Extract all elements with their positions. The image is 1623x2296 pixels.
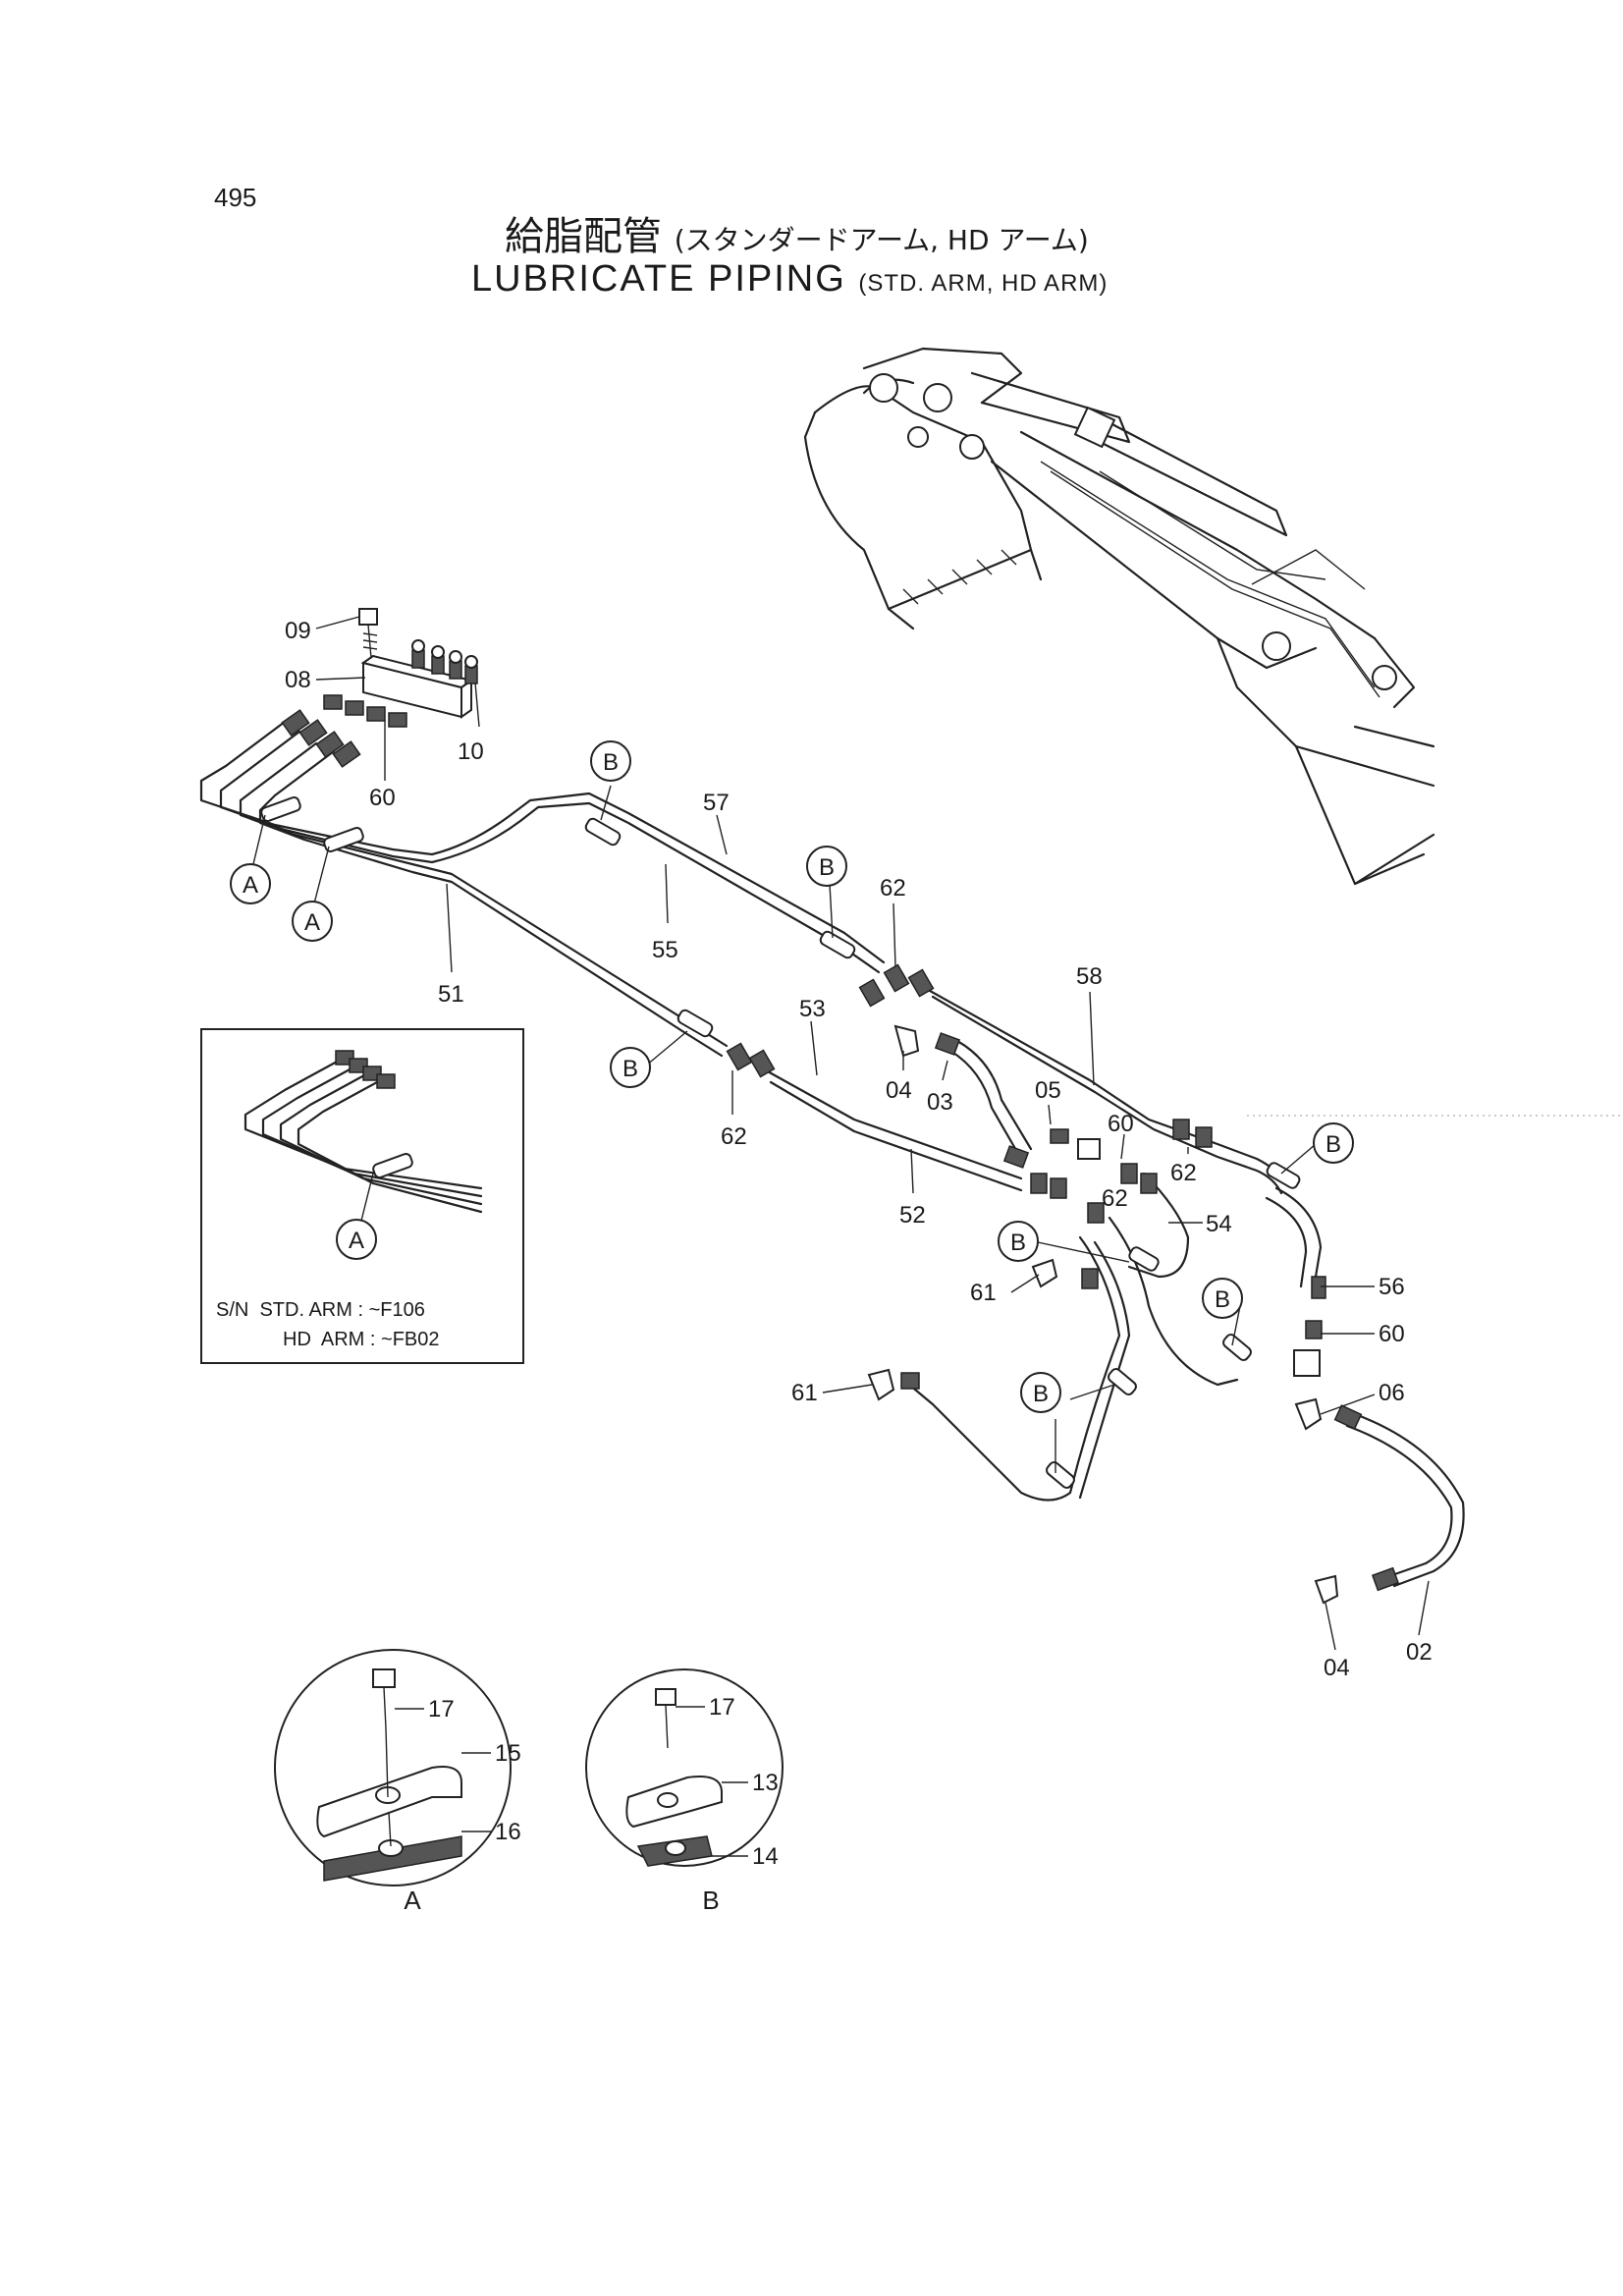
clamp-marker-b: B xyxy=(806,846,847,887)
title-english-sub: (STD. ARM, HD ARM) xyxy=(858,270,1109,297)
svg-text:B: B xyxy=(622,1056,638,1082)
svg-text:B: B xyxy=(1033,1381,1049,1407)
callout-05: 05 xyxy=(1035,1077,1061,1104)
small-fittings xyxy=(726,963,1400,1605)
svg-text:A: A xyxy=(349,1228,364,1254)
grease-manifold-assembly xyxy=(323,608,478,728)
callout-57: 57 xyxy=(703,790,730,816)
pipe-bundle xyxy=(199,709,1465,1588)
callout-53: 53 xyxy=(799,996,826,1022)
excavator-arm-illustration xyxy=(803,347,1435,886)
svg-text:A: A xyxy=(243,872,258,899)
clamp-marker-b: B xyxy=(590,740,631,782)
clamp-markers: A A B B B B B xyxy=(230,740,1354,1413)
callout-55: 55 xyxy=(652,937,678,963)
callout-56: 56 xyxy=(1379,1274,1405,1300)
callout-60-manifold: 60 xyxy=(369,785,396,811)
svg-text:A: A xyxy=(304,909,320,936)
callout-06: 06 xyxy=(1379,1380,1405,1406)
detail-circle-b xyxy=(585,1668,784,1867)
callout-61-lower: 61 xyxy=(791,1380,818,1406)
callout-13: 13 xyxy=(752,1770,779,1796)
svg-text:B: B xyxy=(603,749,619,776)
title-japanese-main: 給脂配管 xyxy=(505,214,662,259)
callout-16: 16 xyxy=(495,1819,521,1845)
callout-62-left: 62 xyxy=(721,1123,747,1150)
callout-09: 09 xyxy=(285,618,311,644)
serial-number-note: S/N STD. ARM : ~F106 HD ARM : ~FB02 xyxy=(216,1299,440,1350)
serial-note-hd-arm: HD ARM : ~FB02 xyxy=(283,1329,440,1350)
clamp-marker-a: A xyxy=(292,901,333,942)
callout-52: 52 xyxy=(899,1202,926,1229)
clamp-marker-b: B xyxy=(1202,1278,1243,1319)
clamp-marker-a: A xyxy=(230,863,271,904)
clamp-marker-b: B xyxy=(1020,1372,1061,1413)
detail-circle-a xyxy=(274,1649,512,1886)
svg-text:B: B xyxy=(819,854,835,881)
callout-04-lower: 04 xyxy=(1324,1655,1350,1681)
detail-b-label: B xyxy=(702,1886,719,1915)
fittings-60-icon xyxy=(323,694,407,728)
clamp-bands xyxy=(260,795,1301,1489)
callout-10: 10 xyxy=(458,738,484,765)
callout-58: 58 xyxy=(1076,963,1103,990)
inset-detail-box xyxy=(200,1028,524,1364)
callout-62-center: 62 xyxy=(1102,1185,1128,1212)
callout-03: 03 xyxy=(927,1089,953,1116)
callout-15: 15 xyxy=(495,1740,521,1767)
clamp-marker-b: B xyxy=(610,1047,651,1088)
title-japanese-sub: (スタンダードアーム, HD アーム) xyxy=(674,224,1089,256)
leader-lines xyxy=(252,616,1623,1857)
callout-17-detail-a: 17 xyxy=(428,1696,455,1722)
title-english-main: LUBRICATE PIPING xyxy=(471,258,846,300)
callout-04-upper: 04 xyxy=(886,1077,912,1104)
callout-60-lower: 60 xyxy=(1379,1321,1405,1347)
svg-text:B: B xyxy=(1325,1131,1341,1158)
serial-note-std-arm: S/N STD. ARM : ~F106 xyxy=(216,1299,425,1321)
callout-51: 51 xyxy=(438,981,464,1008)
callout-62-right: 62 xyxy=(1170,1160,1197,1186)
title-english: LUBRICATE PIPING (STD. ARM, HD ARM) xyxy=(471,258,1108,301)
callout-labels: 09 08 10 60 57 55 51 53 62 62 58 04 03 0… xyxy=(285,618,1433,1870)
clamp-marker-a-inset: A xyxy=(336,1219,377,1260)
callout-62-top: 62 xyxy=(880,875,906,902)
svg-text:B: B xyxy=(1215,1286,1230,1313)
svg-text:B: B xyxy=(1010,1230,1026,1256)
detail-a-label: A xyxy=(404,1886,421,1915)
bolt-09-icon xyxy=(358,608,378,659)
page-number: 495 xyxy=(214,183,257,212)
callout-02: 02 xyxy=(1406,1639,1433,1666)
callout-14: 14 xyxy=(752,1843,779,1870)
callout-61-upper: 61 xyxy=(970,1280,997,1306)
grease-nipples-icon xyxy=(411,639,478,684)
title-japanese: 給脂配管 (スタンダードアーム, HD アーム) xyxy=(505,204,1089,261)
callout-08: 08 xyxy=(285,667,311,693)
clamp-marker-b: B xyxy=(1313,1122,1354,1164)
callout-60-middle: 60 xyxy=(1108,1111,1134,1137)
callout-54: 54 xyxy=(1206,1211,1232,1237)
clamp-marker-b: B xyxy=(998,1221,1039,1262)
callout-17-detail-b: 17 xyxy=(709,1694,735,1721)
